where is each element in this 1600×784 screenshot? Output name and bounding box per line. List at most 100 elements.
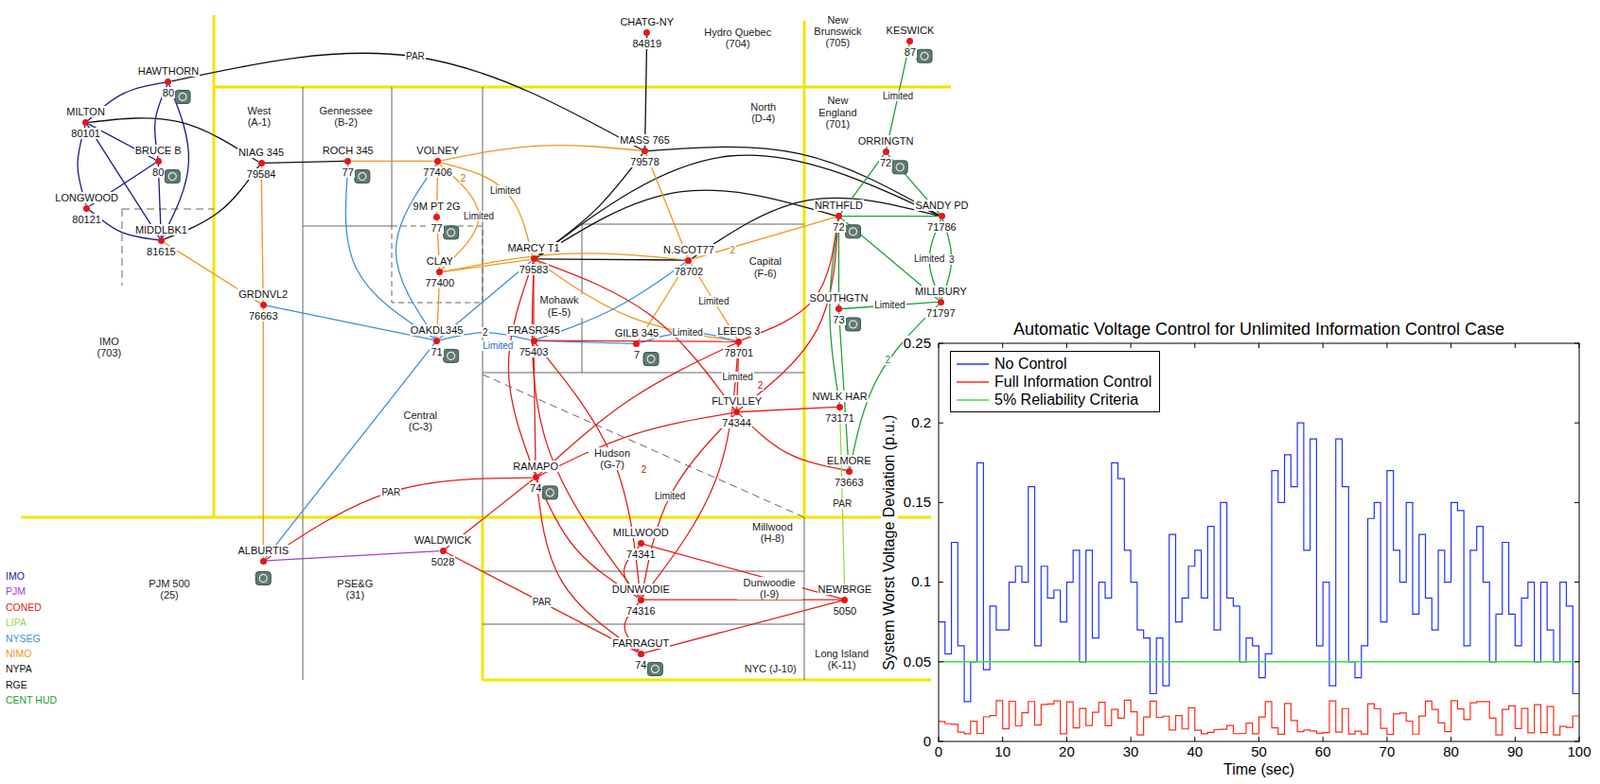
tick xyxy=(1574,661,1580,663)
transmission-line xyxy=(741,219,839,341)
bus-dot xyxy=(433,213,440,221)
bus-name: MILTON xyxy=(65,105,106,118)
circuit-count: 2 xyxy=(756,380,765,391)
bus-node: NRTHFLD72 xyxy=(813,199,864,233)
bus-number: 5050 xyxy=(832,605,858,617)
axis-label: 0 xyxy=(922,734,932,751)
zone-label: Mohawk (E-5) xyxy=(535,294,584,317)
transmission-line xyxy=(646,154,688,258)
zone-border xyxy=(803,20,807,518)
bus-name: MASS 765 xyxy=(618,134,671,146)
bus-dot xyxy=(433,337,440,345)
transmission-line xyxy=(508,262,535,475)
bus-node: SANDY PD71786 xyxy=(914,199,969,233)
bus-node: OAKDL34571 xyxy=(409,324,465,358)
transmission-line xyxy=(842,215,939,217)
zone-label: West (A-1) xyxy=(241,105,279,128)
bus-node: KESWICK87 xyxy=(885,24,936,58)
tick xyxy=(1579,737,1581,742)
bus-dot xyxy=(530,255,538,263)
bus-node: WALDWICK5028 xyxy=(413,534,473,568)
bus-name: MARCY T1 xyxy=(506,242,561,254)
edge-label: Limited xyxy=(653,491,686,502)
edge-label: Limited xyxy=(881,90,915,102)
tick xyxy=(1386,737,1388,742)
axis-label: 0 xyxy=(933,744,944,761)
axis-label: 0.1 xyxy=(910,574,932,591)
bus-dot xyxy=(530,337,538,345)
bus-name: FLTVLLEY xyxy=(710,395,763,407)
bus-name: ORRINGTN xyxy=(857,135,915,147)
tick xyxy=(1130,737,1132,742)
transmission-line xyxy=(536,260,735,410)
transmission-line xyxy=(536,155,939,258)
bus-node: MILLWOOD74341 xyxy=(612,527,670,561)
transmission-line xyxy=(171,52,642,150)
zone-label: Millwood (H-8) xyxy=(743,521,802,545)
plot-frame xyxy=(938,343,1580,742)
edge-label: 3 xyxy=(948,254,956,265)
bus-node: CHATG-NY84819 xyxy=(618,16,675,50)
bus-node: RAMAPO74 xyxy=(511,460,560,494)
zone-label: Dunwoodie (I-9) xyxy=(737,577,803,600)
tick xyxy=(1194,737,1196,742)
transmission-line xyxy=(445,552,638,653)
bus-number: 84819 xyxy=(631,37,663,50)
bus-dot xyxy=(632,340,640,348)
bus-number: 78702 xyxy=(673,265,705,278)
bus-node: NWLK HAR73171 xyxy=(811,390,869,424)
tick xyxy=(938,737,940,742)
transmission-line xyxy=(691,197,939,259)
bus-node: FLTVLLEY74344 xyxy=(710,395,763,429)
transmission-line xyxy=(261,166,264,302)
tick xyxy=(1579,343,1581,349)
bus-number: 77 xyxy=(429,222,443,234)
transmission-line xyxy=(739,406,837,412)
tick xyxy=(1002,737,1003,742)
bus-name: RAMAPO xyxy=(511,460,560,473)
zone-line xyxy=(391,87,393,227)
bus-name: ROCH 345 xyxy=(321,144,375,157)
tick xyxy=(938,422,944,424)
bus-node: MIDDLBK181615 xyxy=(134,224,189,258)
generator-icon xyxy=(643,352,659,367)
bus-number: 79583 xyxy=(518,263,550,276)
bus-name: ALBURTIS xyxy=(236,545,290,557)
bus-number: 77406 xyxy=(421,166,454,178)
bus-name: ELMORE xyxy=(826,455,872,467)
transmission-line xyxy=(642,345,739,598)
axis-label: 0.15 xyxy=(902,494,932,511)
tick xyxy=(1194,343,1196,349)
tick xyxy=(938,343,940,349)
bus-name: MILLBURY xyxy=(914,285,968,298)
generator-icon xyxy=(164,170,180,184)
bus-node: BRUCE B 80 xyxy=(134,144,183,178)
bus-name: GILB 345 xyxy=(614,327,660,339)
bus-dot xyxy=(841,597,848,604)
bus-node: DUNWODIE74316 xyxy=(611,583,671,617)
axis-label: 0.05 xyxy=(902,654,932,671)
legend-text: 5% Reliability Criteria xyxy=(994,390,1139,409)
transmission-line xyxy=(264,343,435,559)
transmission-line xyxy=(345,164,435,339)
transmission-line xyxy=(88,118,259,162)
generator-icon xyxy=(542,486,558,500)
bus-name: BRUCE B xyxy=(134,144,183,157)
transmission-line xyxy=(263,308,264,559)
tick xyxy=(938,581,944,583)
transmission-line xyxy=(538,412,734,476)
axis-label: 50 xyxy=(1249,744,1268,761)
bus-number: 81615 xyxy=(145,246,177,258)
edge-label: PAR xyxy=(831,498,853,510)
zone-label: North (D-4) xyxy=(743,101,783,124)
transmission-line xyxy=(266,551,440,562)
bus-dot xyxy=(836,404,844,411)
legend-sample xyxy=(954,359,991,370)
bus-dot xyxy=(258,159,265,167)
generator-icon xyxy=(845,225,862,239)
zone-dashed xyxy=(482,374,805,518)
tick xyxy=(1130,343,1132,349)
bus-number: 80 xyxy=(151,166,165,178)
edge-label: Limited xyxy=(721,371,755,383)
edge-label: Limited xyxy=(489,185,522,196)
